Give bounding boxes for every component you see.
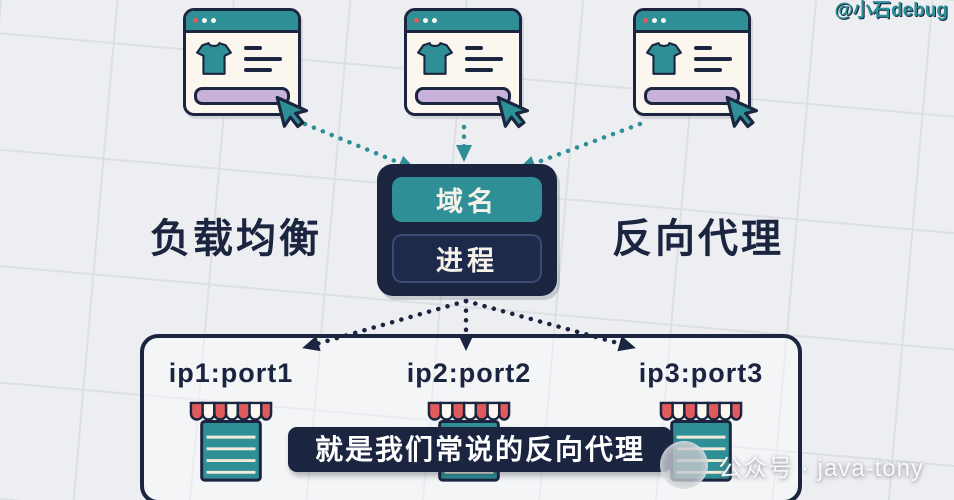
text-lines	[465, 46, 503, 79]
cursor-icon	[725, 95, 759, 129]
window-dot-icon	[643, 18, 648, 23]
label-reverse-proxy: 反向代理	[612, 217, 784, 261]
browser-window-3	[633, 8, 759, 129]
servers-panel: ip1:port1 ip2:port2	[140, 334, 802, 500]
text-line	[244, 46, 262, 50]
window-dot-icon	[193, 18, 198, 23]
text-line	[465, 57, 503, 61]
label-load-balancing: 负载均衡	[150, 217, 322, 261]
window-dot-icon	[202, 18, 207, 23]
browser-window-2	[404, 8, 530, 129]
tshirt-icon	[196, 42, 232, 75]
window-dot-icon	[211, 18, 216, 23]
text-line	[694, 68, 722, 72]
arrow-client3-to-center	[518, 121, 643, 171]
cursor-icon	[275, 95, 309, 129]
browser-content	[186, 33, 298, 113]
subtitle-caption: 就是我们常说的反向代理	[288, 427, 673, 472]
watermark-author: @小石debug	[834, 0, 948, 21]
window-dot-icon	[414, 18, 419, 23]
browser-titlebar	[636, 11, 748, 33]
browser-window-1	[183, 8, 309, 129]
logo-badge	[660, 441, 709, 489]
browser-titlebar	[186, 11, 298, 33]
search-bar	[644, 87, 740, 105]
text-lines	[694, 46, 732, 79]
process-pill: 进程	[392, 234, 542, 283]
window-dot-icon	[432, 18, 437, 23]
watermark-channel: 公众号 · java-tony	[660, 441, 924, 489]
tshirt-icon	[417, 42, 453, 75]
store-icon	[189, 401, 273, 482]
search-bar	[415, 87, 511, 105]
window-dot-icon	[652, 18, 657, 23]
search-bar	[194, 87, 290, 105]
watermark-channel-text: 公众号 · java-tony	[718, 454, 924, 482]
text-line	[465, 46, 483, 50]
domain-pill: 域名	[392, 177, 542, 222]
text-line	[465, 68, 493, 72]
server-item-3: ip3:port3	[616, 358, 786, 485]
window-dot-icon	[423, 18, 428, 23]
browser-frame	[404, 8, 522, 116]
tshirt-icon	[646, 42, 682, 75]
text-line	[694, 46, 712, 50]
text-lines	[244, 46, 282, 79]
text-line	[244, 57, 282, 61]
server-address: ip2:port2	[406, 358, 532, 388]
proxy-node: 域名 进程	[377, 164, 557, 296]
text-line	[694, 57, 732, 61]
window-dot-icon	[661, 18, 666, 23]
arrow-client1-to-center	[302, 121, 416, 171]
browser-content	[407, 33, 519, 113]
server-address: ip3:port3	[638, 358, 764, 388]
text-line	[244, 68, 272, 72]
server-address: ip1:port1	[168, 358, 294, 388]
server-item-1: ip1:port1	[146, 358, 316, 485]
browser-titlebar	[407, 11, 519, 33]
cursor-icon	[496, 95, 530, 129]
browser-content	[636, 33, 748, 113]
